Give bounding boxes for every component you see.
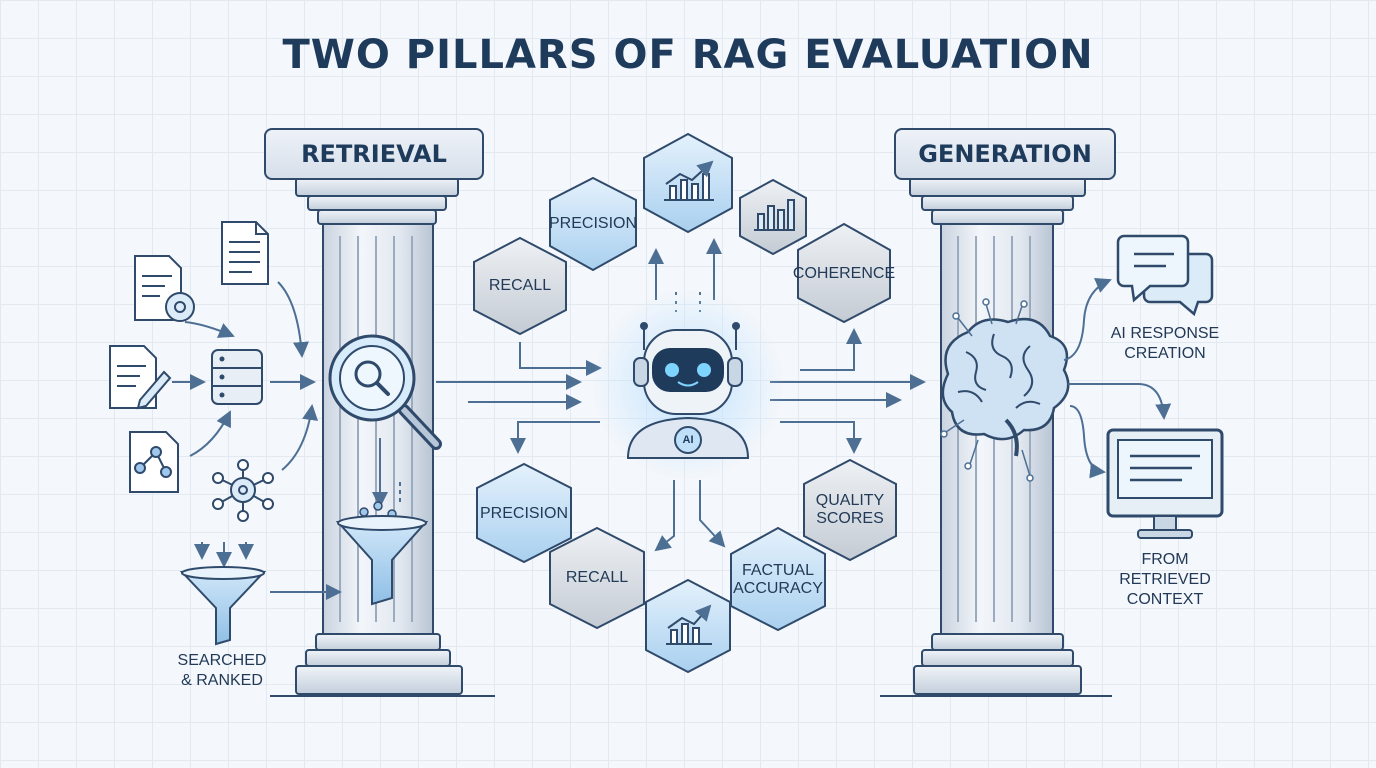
factual-accuracy-hex [730,526,826,632]
searched-ranked-caption: SEARCHED & RANKED [177,652,267,689]
network-gear-icon [212,459,274,522]
pillar-funnel-icon [335,482,429,606]
funnel-icon [179,542,267,646]
precision-top-hex [549,176,637,272]
retrieval-pillar [270,177,495,697]
recall-left-hex [473,236,567,336]
chart-hex-bottom [645,578,731,674]
document-chart-icon [129,431,179,493]
recall-bottom-label: RECALL [565,568,629,586]
quality-scores-label: QUALITY SCORES [815,491,885,527]
chat-bubbles-icon [1116,234,1214,317]
page-title: TWO PILLARS OF RAG EVALUATION [282,32,1094,78]
monitor-icon [1106,428,1224,539]
factual-accuracy-label: FACTUAL ACCURACY [733,561,823,597]
precision-bottom-label: PRECISION [479,504,568,522]
database-icon [211,349,263,405]
robot-ai-badge: AI [682,434,694,446]
ai-response-caption: AI RESPONSE CREATION [1110,325,1220,362]
brain-icon [940,298,1070,482]
from-context-caption: FROM RETRIEVED CONTEXT [1119,551,1211,608]
precision-top-label: PRECISION [549,214,638,232]
coherence-label: COHERENCE [792,264,896,282]
retrieval-label: RETRIEVAL [264,128,484,180]
generation-label: GENERATION [894,128,1116,180]
magnifier-icon [328,334,442,450]
chart-hex-small [739,178,807,256]
quality-scores-hex [803,458,897,562]
chart-hex-top [643,132,733,234]
document-gear-icon [134,255,195,322]
recall-left-label: RECALL [488,276,552,294]
ai-robot-icon [592,289,784,481]
recall-bottom-hex [549,526,645,630]
document-icon [221,221,269,285]
precision-bottom-hex [476,462,572,564]
document-edit-icon [109,345,172,410]
coherence-hex [797,222,891,324]
